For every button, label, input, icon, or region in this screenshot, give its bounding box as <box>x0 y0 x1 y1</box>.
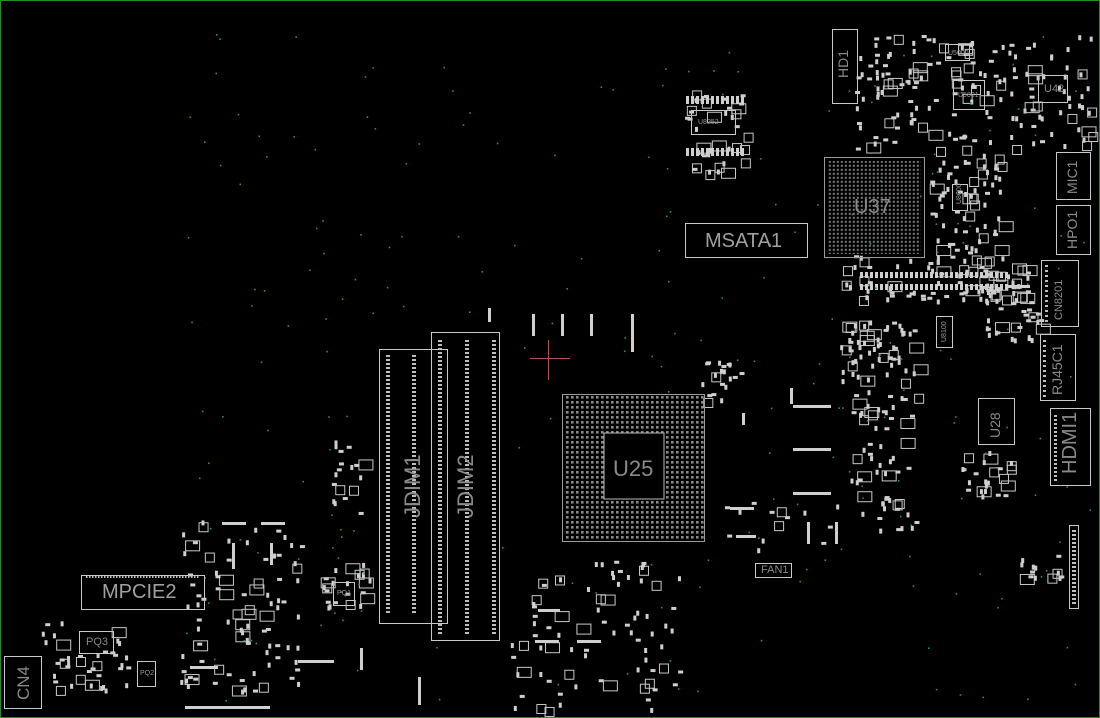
u8000-label: U8000 <box>956 183 963 204</box>
hd1-label: HD1 <box>835 49 851 78</box>
mpcie2-label: MPCIE2 <box>102 581 177 603</box>
pq1-label: PQ1 <box>337 590 352 597</box>
edge-connector-strip[interactable] <box>1069 525 1079 609</box>
hpo1-label: HPO1 <box>1064 210 1080 249</box>
u8100-label: U8100 <box>941 321 948 342</box>
pq2-label: PQ2 <box>140 670 155 677</box>
crosshair-cursor-vertical <box>548 340 549 380</box>
hdmi1-connector[interactable] <box>1050 408 1091 486</box>
rj45c1-label: RJ45C1 <box>1049 344 1065 395</box>
u37-label: U37 <box>854 196 891 218</box>
u28-chip[interactable] <box>978 398 1015 445</box>
msata1-connector[interactable] <box>685 223 808 258</box>
cn4-connector[interactable] <box>4 656 42 709</box>
fan1-connector[interactable] <box>755 563 792 578</box>
msata1-label: MSATA1 <box>705 230 783 252</box>
hd1-connector[interactable] <box>832 29 858 104</box>
cn4-label: CN4 <box>14 665 33 700</box>
rj45c1-connector[interactable] <box>1040 334 1076 401</box>
cn8201-label: CN8201 <box>1053 279 1065 320</box>
u8000-chip[interactable] <box>952 184 968 211</box>
u8100-chip[interactable] <box>936 316 953 348</box>
pq3-mosfet[interactable] <box>79 631 114 654</box>
u28-label: U28 <box>987 412 1003 438</box>
jdim2-dimm-slot[interactable] <box>431 332 500 641</box>
u42-label: U42 <box>1044 83 1065 95</box>
u5801-label: U5801 <box>958 92 979 99</box>
pq2-mosfet[interactable] <box>137 661 156 687</box>
hdmi1-label: HDMI1 <box>1059 411 1081 474</box>
hpo1-jack[interactable] <box>1056 205 1091 255</box>
u5000-label: U5000 <box>948 50 969 57</box>
u8252-chip[interactable] <box>691 110 736 135</box>
jdim2-label: JDIM2 <box>453 454 478 518</box>
cn8201-connector[interactable] <box>1041 260 1079 327</box>
u25-cpu-socket[interactable] <box>562 394 705 542</box>
u37-bga-chip[interactable] <box>824 157 925 258</box>
mic1-jack[interactable] <box>1056 152 1091 200</box>
crosshair-cursor-horizontal <box>530 358 570 359</box>
jdim1-label: JDIM1 <box>400 454 425 518</box>
pq1-mosfet[interactable] <box>333 582 355 606</box>
u42-chip[interactable] <box>1038 75 1068 103</box>
fan1-label: FAN1 <box>761 564 789 576</box>
u25-label: U25 <box>613 456 654 481</box>
u5000-chip[interactable] <box>945 44 970 61</box>
mpcie2-slot[interactable] <box>81 575 205 610</box>
u8252-label: U8252 <box>698 119 719 126</box>
u5801-chip[interactable] <box>953 80 985 110</box>
jdim1-dimm-slot[interactable] <box>379 349 448 624</box>
pq3-label: PQ3 <box>86 636 109 648</box>
mic1-label: MIC1 <box>1064 160 1080 194</box>
